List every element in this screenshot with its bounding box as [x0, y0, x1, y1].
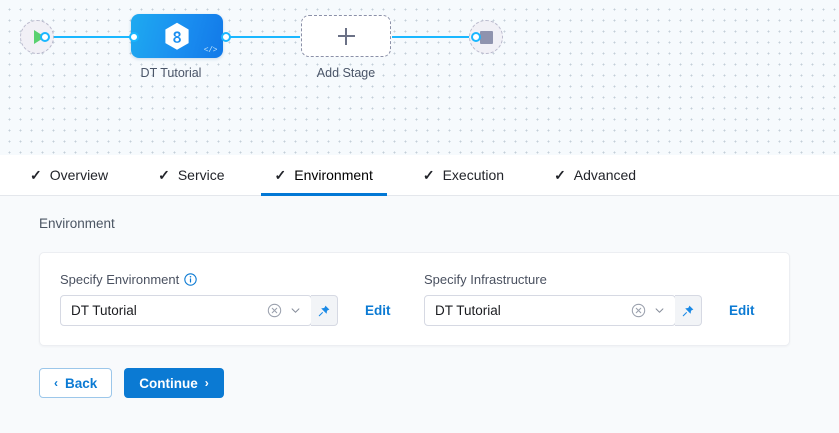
- pin-icon: [681, 304, 695, 318]
- tab-overview[interactable]: ✓ Overview: [16, 155, 122, 195]
- specify-environment-label: Specify Environment: [60, 272, 179, 287]
- end-node-input-port[interactable]: [471, 32, 481, 42]
- specify-infrastructure-label-row: Specify Infrastructure: [424, 272, 755, 287]
- add-stage-label: Add Stage: [266, 66, 426, 80]
- clear-circle-icon[interactable]: [631, 303, 646, 318]
- infrastructure-edit-link[interactable]: Edit: [729, 303, 755, 318]
- pipeline-edge-stage-to-add: [226, 36, 300, 38]
- info-icon[interactable]: [184, 273, 197, 286]
- back-button[interactable]: ‹ Back: [39, 368, 112, 398]
- tab-advanced[interactable]: ✓ Advanced: [540, 155, 650, 195]
- specify-infrastructure-row: DT Tutorial Edit: [424, 295, 755, 326]
- check-icon: ✓: [554, 168, 566, 182]
- environment-select-value: DT Tutorial: [71, 303, 267, 318]
- continue-button-label: Continue: [139, 376, 198, 391]
- tab-advanced-label: Advanced: [574, 167, 636, 183]
- tab-environment[interactable]: ✓ Environment: [261, 155, 387, 195]
- environment-card: Specify Environment DT Tutorial: [39, 252, 790, 346]
- tab-service[interactable]: ✓ Service: [144, 155, 238, 195]
- environment-edit-link[interactable]: Edit: [365, 303, 391, 318]
- stage-node-output-port[interactable]: [221, 32, 231, 42]
- plus-icon: [338, 28, 355, 45]
- stage-node-input-port[interactable]: [129, 32, 139, 42]
- specify-environment-row: DT Tutorial Edit: [60, 295, 391, 326]
- pipeline-edge-add-to-end: [392, 36, 476, 38]
- chevron-left-icon: ‹: [54, 377, 58, 389]
- check-icon: ✓: [158, 168, 170, 182]
- check-icon: ✓: [423, 168, 435, 182]
- pipeline-canvas[interactable]: </> DT Tutorial Add Stage: [0, 0, 839, 155]
- infrastructure-select-value: DT Tutorial: [435, 303, 631, 318]
- clear-circle-icon[interactable]: [267, 303, 282, 318]
- stop-icon: [480, 31, 493, 44]
- pipeline-edge-start-to-stage: [42, 36, 134, 38]
- chevron-down-icon[interactable]: [653, 304, 666, 317]
- tab-environment-label: Environment: [294, 167, 373, 183]
- chevron-down-icon[interactable]: [289, 304, 302, 317]
- harness-hexagon-icon: [164, 22, 190, 51]
- environment-select[interactable]: DT Tutorial: [60, 295, 312, 326]
- tab-execution[interactable]: ✓ Execution: [409, 155, 518, 195]
- tab-execution-label: Execution: [443, 167, 504, 183]
- section-title: Environment: [39, 216, 839, 231]
- back-button-label: Back: [65, 376, 97, 391]
- environment-pin-button[interactable]: [311, 295, 338, 326]
- infrastructure-pin-button[interactable]: [675, 295, 702, 326]
- tab-service-label: Service: [178, 167, 225, 183]
- tab-overview-label: Overview: [50, 167, 108, 183]
- pipeline-stage-node-dt-tutorial[interactable]: </>: [131, 14, 223, 58]
- continue-button[interactable]: Continue ›: [124, 368, 224, 398]
- specify-infrastructure-label: Specify Infrastructure: [424, 272, 547, 287]
- stage-node-label: DT Tutorial: [91, 66, 251, 80]
- code-badge-icon: </>: [204, 46, 217, 55]
- specify-environment-group: Specify Environment DT Tutorial: [60, 272, 391, 326]
- pin-icon: [317, 304, 331, 318]
- check-icon: ✓: [30, 168, 42, 182]
- environment-panel: Environment Specify Environment DT Tutor…: [0, 196, 839, 433]
- check-icon: ✓: [275, 168, 287, 182]
- infrastructure-select[interactable]: DT Tutorial: [424, 295, 676, 326]
- stage-tabs: ✓ Overview ✓ Service ✓ Environment ✓ Exe…: [0, 155, 839, 196]
- specify-infrastructure-group: Specify Infrastructure DT Tutorial: [424, 272, 755, 326]
- chevron-right-icon: ›: [205, 377, 209, 389]
- wizard-footer: ‹ Back Continue ›: [39, 368, 224, 398]
- start-node-output-port[interactable]: [40, 32, 50, 42]
- add-stage-button[interactable]: [301, 15, 391, 57]
- specify-environment-label-row: Specify Environment: [60, 272, 391, 287]
